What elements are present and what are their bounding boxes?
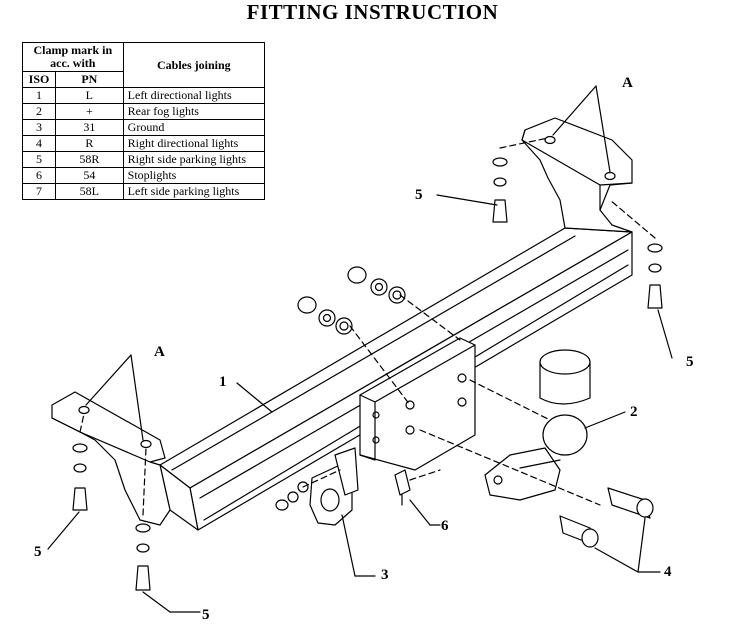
bolt-6 [394, 469, 411, 506]
iso-cell: 7 [22, 183, 56, 200]
callout-a-left: A [154, 344, 165, 360]
cable-cell: Right side parking lights [122, 151, 266, 168]
nut-washer-set-upper [297, 266, 406, 335]
table-row: 3 31 Ground [22, 119, 266, 136]
callout-part-5-left: 5 [34, 544, 42, 560]
pn-cell: 31 [55, 119, 124, 136]
bracket-bolts [72, 157, 663, 591]
callout-part-6: 6 [441, 518, 449, 534]
page-title: FITTING INSTRUCTION [246, 0, 499, 24]
tow-ball-assembly [484, 349, 591, 501]
clamp-mark-header: Clamp mark in acc. with [22, 42, 124, 72]
callout-part-5-top: 5 [415, 187, 423, 203]
socket-hardware [275, 481, 309, 511]
cable-cell: Left side parking lights [122, 183, 266, 200]
callout-part-1: 1 [219, 374, 227, 390]
right-bracket [521, 117, 633, 233]
pn-cell: 54 [55, 167, 124, 184]
cable-cell: Stoplights [122, 167, 266, 184]
callout-part-4: 4 [664, 564, 672, 580]
callout-part-2: 2 [630, 404, 638, 420]
cable-joining-table: Clamp mark in acc. with Cables joining I… [22, 42, 266, 200]
cables-joining-header: Cables joining [122, 42, 266, 88]
left-bracket [51, 391, 171, 526]
table-row: 4 R Right directional lights [22, 135, 266, 152]
callout-part-5-right: 5 [686, 354, 694, 370]
callout-part-5-bottom: 5 [202, 607, 210, 623]
callout-a-top: A [622, 75, 633, 91]
pn-header: PN [55, 71, 124, 88]
bolt-set-4 [559, 487, 654, 548]
callout-part-3: 3 [381, 567, 389, 583]
table-row: 7 58L Left side parking lights [22, 183, 266, 200]
socket-plate [309, 447, 359, 526]
cable-cell: Right directional lights [122, 135, 266, 152]
leader-lines [47, 85, 673, 613]
pn-cell: 58L [55, 183, 124, 200]
iso-cell: 5 [22, 151, 56, 168]
cable-cell: Ground [122, 119, 266, 136]
table-row: 6 54 Stoplights [22, 167, 266, 184]
ball-mount-plate [359, 337, 476, 471]
assembly-lines [79, 137, 656, 516]
